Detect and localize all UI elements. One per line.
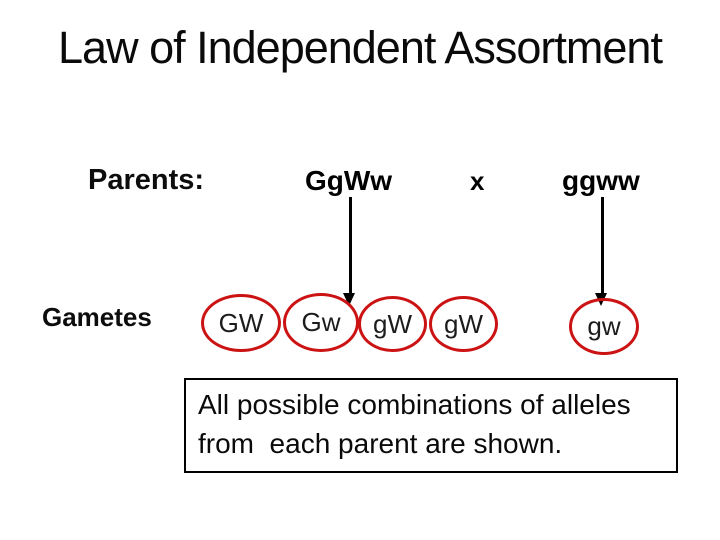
parent2-down-arrow [601, 197, 604, 294]
parents-row-label: Parents: [88, 164, 205, 196]
gamete-text: gw [587, 311, 621, 341]
gamete-text: gW [373, 308, 412, 339]
parent1-down-arrow [349, 197, 352, 294]
gamete-circle-gW-2: gW [429, 296, 498, 352]
cross-symbol: x [470, 166, 485, 196]
gamete-circle-gW-1: gW [358, 296, 427, 352]
gamete-circle-GW: GW [201, 294, 281, 352]
gametes-row-label: Gametes [42, 302, 152, 332]
note-box: All possible combinations of alleles fro… [184, 378, 678, 473]
gamete-circle-gw-parent2: gw [569, 298, 639, 355]
parent1-genotype: GgWw [305, 165, 393, 196]
gamete-text: Gw [301, 307, 341, 337]
gamete-circle-Gw: Gw [283, 293, 359, 352]
parent2-genotype: ggww [562, 165, 640, 196]
gamete-text: GW [218, 307, 264, 338]
gamete-text: gW [444, 308, 483, 339]
slide-title: Law of Independent Assortment [58, 22, 663, 73]
